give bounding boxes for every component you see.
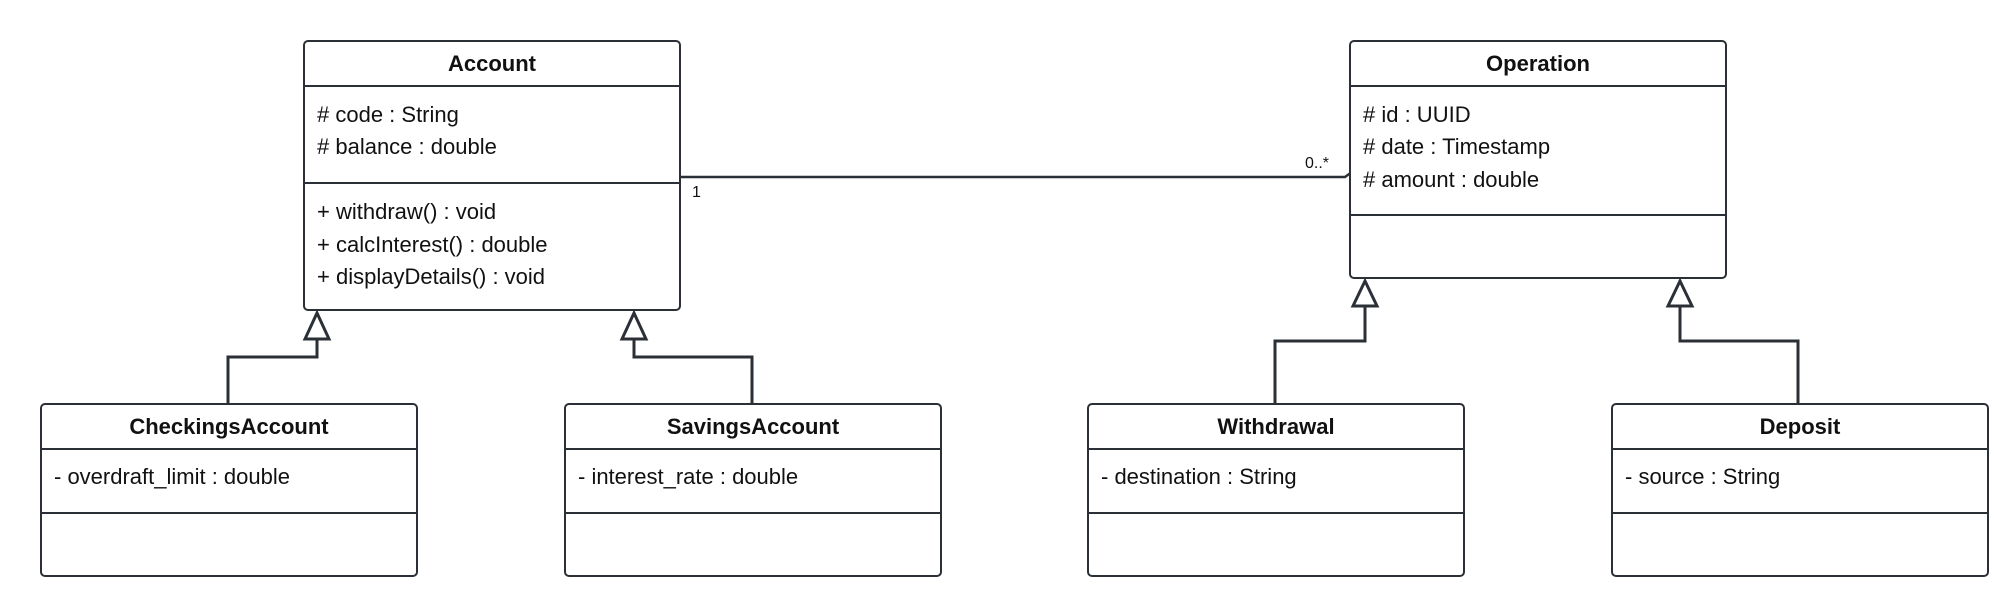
generalization-line-deposit: [1678, 306, 1800, 405]
association-from-multiplicity: 1: [692, 184, 701, 201]
class-name: Deposit: [1759, 414, 1841, 439]
generalization-arrowhead-savings: [619, 309, 649, 341]
attribute: # id : UUID: [1363, 102, 1471, 127]
attribute: # amount : double: [1363, 167, 1540, 192]
attribute: - source : String: [1625, 464, 1781, 489]
compartment-divider: [1351, 214, 1725, 216]
class-name: CheckingsAccount: [129, 414, 329, 439]
compartment-divider: [1351, 85, 1725, 87]
generalization-arrowhead-deposit: [1665, 277, 1695, 308]
association-to-multiplicity: 0..*: [1305, 155, 1329, 172]
class-withdrawal[interactable]: Withdrawal - destination : String: [1087, 403, 1465, 577]
compartment-divider: [305, 85, 679, 87]
generalization-line-checkings: [226, 339, 319, 405]
class-name: SavingsAccount: [666, 414, 840, 439]
compartment-divider: [1089, 512, 1463, 514]
method: + withdraw() : void: [317, 199, 497, 224]
compartment-divider: [42, 512, 416, 514]
class-name: Operation: [1486, 51, 1590, 76]
attribute: - interest_rate : double: [578, 464, 799, 489]
class-account[interactable]: Account # code : String # balance : doub…: [303, 40, 681, 311]
association-line: [681, 167, 1357, 179]
compartment-divider: [566, 448, 940, 450]
generalization-arrowhead-withdrawal: [1350, 277, 1380, 308]
generalization-line-savings: [632, 339, 754, 405]
class-savings-account[interactable]: SavingsAccount - interest_rate : double: [564, 403, 942, 577]
compartment-divider: [566, 512, 940, 514]
compartment-divider: [305, 182, 679, 184]
class-name: Account: [448, 51, 536, 76]
compartment-divider: [1613, 448, 1987, 450]
attribute: # date : Timestamp: [1363, 134, 1551, 159]
attribute: # balance : double: [317, 134, 497, 159]
attribute: - overdraft_limit : double: [54, 464, 290, 489]
generalization-arrowhead-checkings: [302, 309, 332, 341]
method: + calcInterest() : double: [317, 232, 548, 257]
attribute: # code : String: [317, 102, 459, 127]
attribute: - destination : String: [1101, 464, 1297, 489]
class-name: Withdrawal: [1217, 414, 1335, 439]
compartment-divider: [42, 448, 416, 450]
class-deposit[interactable]: Deposit - source : String: [1611, 403, 1989, 577]
class-operation[interactable]: Operation # id : UUID # date : Timestamp…: [1349, 40, 1727, 279]
compartment-divider: [1089, 448, 1463, 450]
class-checkings-account[interactable]: CheckingsAccount - overdraft_limit : dou…: [40, 403, 418, 577]
generalization-line-withdrawal: [1273, 306, 1367, 405]
method: + displayDetails() : void: [317, 264, 546, 289]
compartment-divider: [1613, 512, 1987, 514]
